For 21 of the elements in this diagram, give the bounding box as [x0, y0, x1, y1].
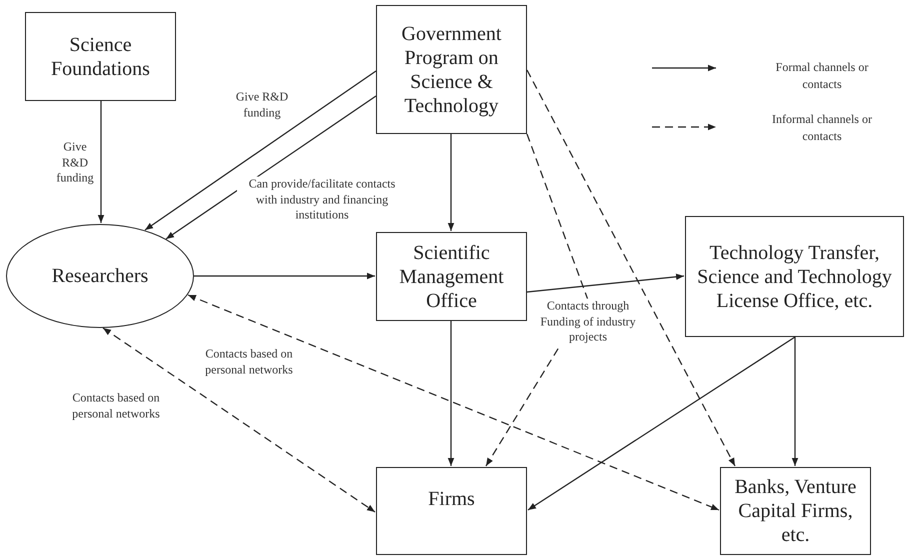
arrow: [194, 272, 375, 280]
process-box: Scientific Management Office: [376, 232, 527, 321]
arrow: [448, 321, 454, 466]
dashed-arrow: [188, 294, 720, 511]
dashed-arrow: [526, 70, 736, 466]
process-box: Technology Transfer, Science and Technology License Office, etc.: [685, 216, 904, 337]
arrow: [528, 336, 796, 510]
arrow: [98, 101, 104, 223]
process-box: Science Foundations: [25, 12, 176, 101]
process-box: Firms: [376, 467, 527, 555]
arrow: [792, 337, 798, 466]
process-box: Government Program on Science & Technology: [376, 5, 527, 134]
arrow: [144, 70, 376, 230]
arrow: [166, 96, 376, 240]
dashed-arrow: [102, 328, 376, 512]
arrow: [526, 274, 684, 293]
legend-label: Informal channels or contacts: [771, 111, 873, 145]
arrow: [448, 134, 454, 231]
process-box: Banks, Venture Capital Firms, etc.: [720, 467, 871, 555]
legend-label: Formal channels or contacts: [774, 59, 870, 93]
ellipse-node: Researchers: [6, 224, 194, 328]
